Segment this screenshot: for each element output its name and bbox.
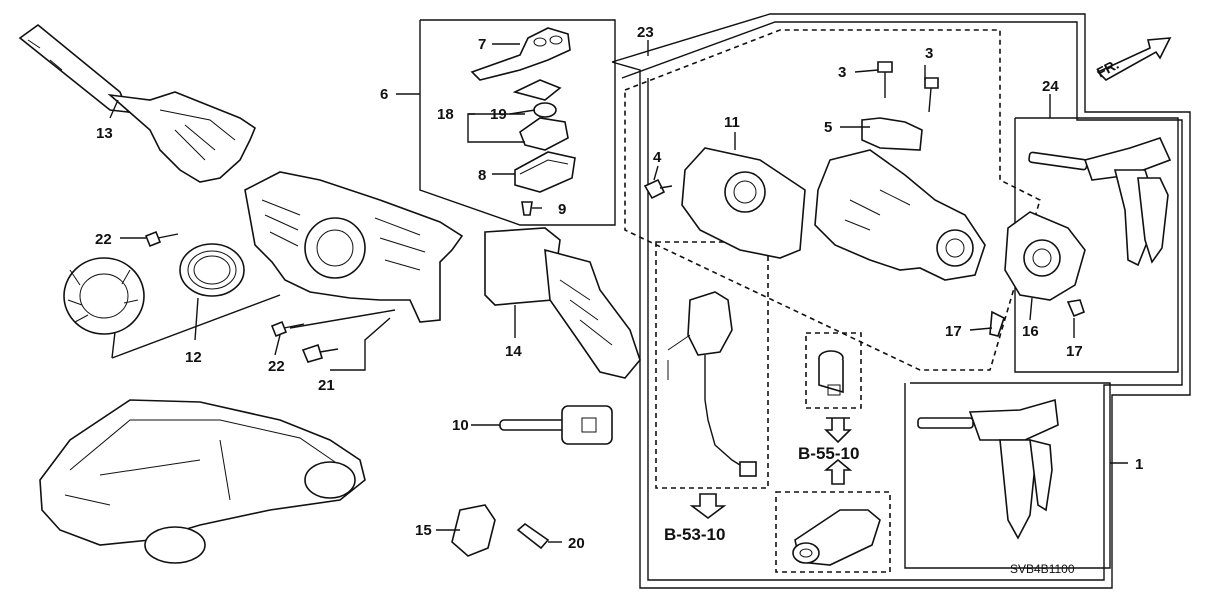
reference-label-b53: B-53-10 — [664, 525, 725, 544]
dashed-box-b55-upper — [805, 332, 862, 409]
part-15 — [451, 504, 496, 557]
direction-label: FR. — [1094, 56, 1121, 81]
key-blank-10 — [499, 405, 613, 445]
callout-label: 3 — [838, 64, 846, 81]
keys-1 — [917, 398, 1059, 540]
direction-arrow-icon — [1096, 37, 1172, 81]
callout-label: 6 — [380, 86, 388, 103]
callout-label: 7 — [478, 36, 486, 53]
callout-label: 10 — [452, 417, 469, 434]
combination-switch-lever-13 — [18, 23, 256, 183]
cable-reel-12 — [63, 243, 245, 335]
callout-label: 1 — [1135, 456, 1143, 473]
callout-label: 11 — [724, 114, 740, 131]
bolt-21 — [301, 343, 339, 363]
dashed-box-b53 — [655, 241, 769, 489]
assembly-border-23 — [611, 13, 1191, 589]
callout-label: 5 — [824, 119, 832, 136]
key-box-1 — [904, 382, 1111, 569]
callout-label: 16 — [1022, 323, 1039, 340]
arrow-up-icon — [823, 458, 853, 485]
key-cylinder-lower — [792, 509, 881, 566]
callout-label: 9 — [558, 201, 566, 218]
screws-17 — [989, 299, 1085, 337]
key-parts-6 — [470, 27, 576, 216]
ignition-lock-11 — [681, 147, 806, 259]
arrow-down-icon — [689, 493, 727, 519]
callout-label: 12 — [185, 349, 202, 366]
callout-label: 8 — [478, 167, 486, 184]
callout-label: 21 — [318, 377, 335, 394]
bolts-3 — [877, 61, 939, 113]
callout-label: 20 — [568, 535, 585, 552]
callout-label: 18 — [437, 106, 454, 123]
callout-label: 22 — [95, 231, 112, 248]
callout-label: 22 — [268, 358, 285, 375]
arrow-down-icon — [824, 417, 852, 444]
key-cylinder-upper — [818, 350, 844, 396]
bolt-20 — [516, 522, 550, 550]
key-box-6 — [419, 19, 616, 226]
leader-lines — [109, 40, 1128, 543]
callout-label: 24 — [1042, 78, 1059, 95]
wiper-switch-14 — [484, 227, 641, 379]
bolt-4 — [643, 178, 673, 200]
dashed-box-b55-lower — [775, 491, 891, 573]
key-switch-16 — [1004, 211, 1086, 301]
ignition-harness — [667, 291, 757, 477]
callout-label: 4 — [653, 149, 662, 166]
callout-label: 17 — [1066, 343, 1083, 360]
callout-label: 14 — [505, 343, 522, 360]
screws-22 — [144, 230, 305, 338]
callout-label: 23 — [637, 24, 654, 41]
steering-lock-body — [814, 117, 986, 281]
callout-label: 19 — [490, 106, 507, 123]
combination-switch-body — [244, 171, 464, 323]
callout-label: 15 — [415, 522, 432, 539]
reference-label-b55: B-55-10 — [798, 444, 859, 463]
vehicle-illustration — [39, 399, 366, 564]
callout-label: 13 — [96, 125, 113, 142]
callout-label: 17 — [945, 323, 962, 340]
diagram-code: SVB4B1100 — [1010, 562, 1075, 576]
keys-24 — [1028, 137, 1172, 267]
callout-label: 3 — [925, 45, 933, 62]
